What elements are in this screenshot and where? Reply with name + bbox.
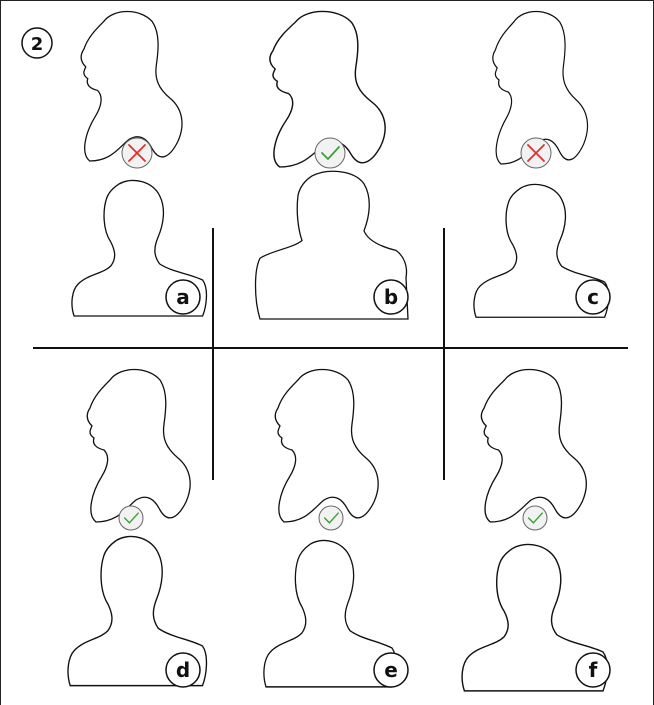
profile-silhouette-f bbox=[481, 370, 586, 523]
panel-label-c: c bbox=[576, 280, 610, 314]
panel-label-d: d bbox=[166, 653, 200, 687]
profile-silhouette-d bbox=[87, 370, 190, 523]
grid-dividers bbox=[33, 228, 628, 480]
verdict-marks bbox=[119, 138, 551, 530]
panel-label-f: f bbox=[576, 653, 610, 687]
check-icon bbox=[523, 506, 547, 530]
figure-number-badge: 2 bbox=[22, 28, 52, 58]
panel-letter-badges: a b c d e f bbox=[166, 280, 610, 687]
panel-label-a: a bbox=[166, 280, 200, 314]
panel-letter-c: c bbox=[587, 285, 599, 309]
cross-icon bbox=[521, 138, 551, 168]
panel-letter-e: e bbox=[384, 658, 398, 682]
check-icon bbox=[315, 138, 345, 168]
figure-number-label: 2 bbox=[31, 34, 44, 55]
panel-letter-a: a bbox=[176, 285, 190, 309]
panel-letter-f: f bbox=[589, 658, 598, 682]
check-icon bbox=[319, 506, 343, 530]
panel-letter-d: d bbox=[176, 658, 190, 682]
panel-label-b: b bbox=[374, 280, 408, 314]
panel-letter-b: b bbox=[384, 285, 398, 309]
profile-silhouette-e bbox=[275, 370, 378, 523]
cross-icon bbox=[122, 138, 152, 168]
panel-label-e: e bbox=[374, 653, 408, 687]
check-icon bbox=[119, 506, 143, 530]
